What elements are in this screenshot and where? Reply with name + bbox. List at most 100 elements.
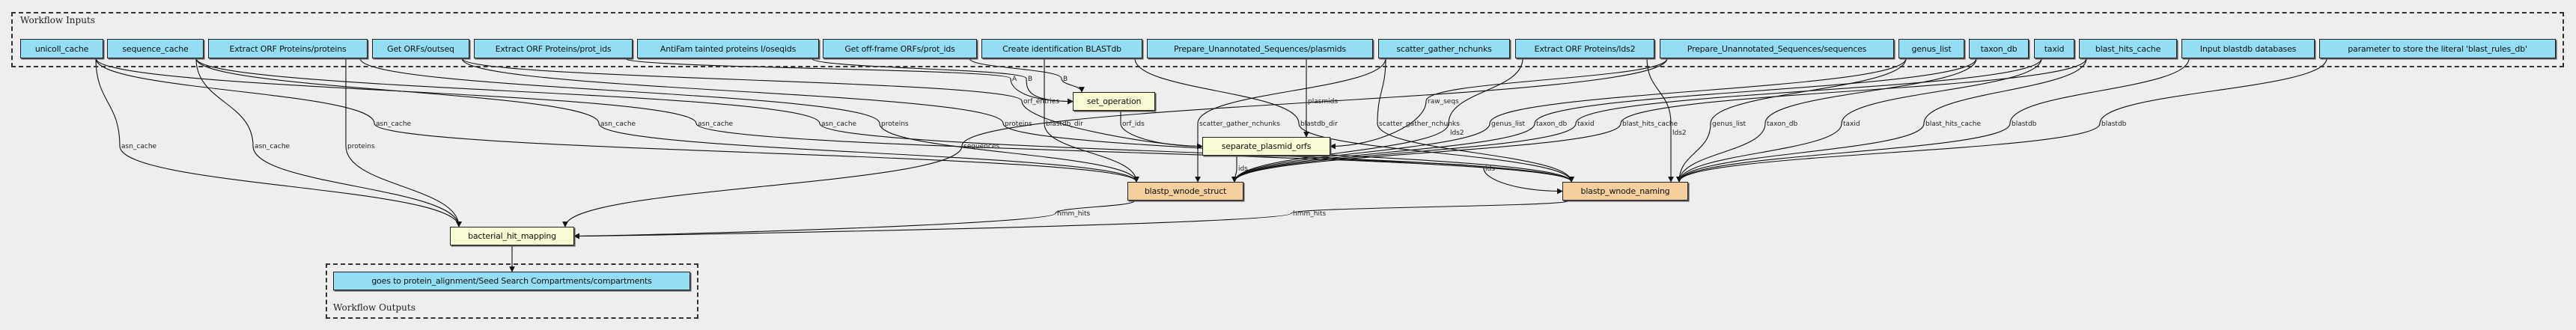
edge-label: hmm_hits bbox=[1293, 210, 1326, 218]
edge-asn-cache bbox=[95, 58, 1139, 183]
edge-label: taxon_db bbox=[1767, 120, 1798, 128]
edge-sequences bbox=[562, 58, 1668, 227]
edge-label: proteins bbox=[881, 120, 909, 128]
output-node-goes-to-protein-alignment-seed-search-compartments-compartments[interactable]: goes to protein_alignment/Seed Search Co… bbox=[333, 272, 690, 290]
edge-blast-hits-cache bbox=[1231, 58, 2087, 183]
input-node-prepare-unannotated-sequences-sequences[interactable]: Prepare_Unannotated_Sequences/sequences bbox=[1660, 39, 1894, 58]
edge-label: hmm_hits bbox=[1057, 210, 1090, 218]
edge-hmm-hits bbox=[573, 200, 1136, 239]
edge-label: orf_ids bbox=[1122, 120, 1145, 128]
edge-label: asn_cache bbox=[600, 120, 636, 128]
edge-label: sequences bbox=[963, 143, 999, 150]
edge-hmm-hits bbox=[573, 200, 1571, 239]
input-node-prepare-unannotated-sequences-plasmids[interactable]: Prepare_Unannotated_Sequences/plasmids bbox=[1147, 39, 1373, 58]
input-node-antifam-tainted-proteins-i-oseqids[interactable]: AntiFam tainted proteins I/oseqids bbox=[637, 39, 819, 58]
edge-label: asn_cache bbox=[821, 120, 857, 128]
edge-scatter-gather-nchunks bbox=[1377, 58, 1574, 183]
edge-lds2 bbox=[1231, 58, 1523, 183]
edge-lds2 bbox=[1646, 58, 1674, 183]
input-node-extract-orf-proteins-prot-ids[interactable]: Extract ORF Proteins/prot_ids bbox=[474, 39, 633, 58]
edge-label: blastdb bbox=[2101, 120, 2127, 128]
input-node-scatter-gather-nchunks[interactable]: scatter_gather_nchunks bbox=[1378, 39, 1510, 58]
edge-blastdb-dir bbox=[1134, 58, 1574, 183]
edge-label: lds2 bbox=[1450, 129, 1464, 137]
input-node-taxid[interactable]: taxid bbox=[2034, 39, 2074, 58]
edge-b bbox=[811, 58, 1074, 105]
input-node-parameter-to-store-the-literal-blast-rules-db[interactable]: parameter to store the literal 'blast_ru… bbox=[2319, 39, 2556, 58]
edge-ids bbox=[1231, 155, 1237, 183]
edge-label: blast_hits_cache bbox=[1622, 120, 1678, 128]
edge-asn-cache bbox=[95, 58, 462, 227]
edge-blastdb-dir bbox=[1044, 58, 1139, 183]
edge-label: raw_seqs bbox=[1428, 98, 1459, 106]
input-node-get-orfs-outseq[interactable]: Get ORFs/outseq bbox=[372, 39, 469, 58]
step-node-blastp-wnode-naming[interactable]: blastp_wnode_naming bbox=[1562, 182, 1688, 201]
workflow-inputs-label: Workflow Inputs bbox=[20, 15, 95, 25]
edge-raw-seqs bbox=[1330, 58, 1668, 150]
input-node-create-identification-blastdb[interactable]: Create identification BLASTdb bbox=[981, 39, 1142, 58]
step-node-separate-plasmid-orfs[interactable]: separate_plasmid_orfs bbox=[1202, 137, 1330, 156]
input-node-get-off-frame-orfs-prot-ids[interactable]: Get off-frame ORFs/prot_ids bbox=[823, 39, 977, 58]
edge-b bbox=[969, 58, 1085, 93]
edge-label: lds2 bbox=[1672, 129, 1687, 137]
edge-label: taxid bbox=[1843, 120, 1860, 128]
edge-label: taxid bbox=[1577, 120, 1595, 128]
edge-label: blastdb bbox=[2012, 120, 2037, 128]
input-node-unicoll-cache[interactable]: unicoll_cache bbox=[20, 39, 103, 58]
edge-label: blast_hits_cache bbox=[1925, 120, 1981, 128]
input-node-blast-hits-cache[interactable]: blast_hits_cache bbox=[2079, 39, 2177, 58]
edge-label: A bbox=[1012, 76, 1017, 83]
edge-asn-cache bbox=[195, 58, 1574, 183]
edge-asn-cache bbox=[195, 58, 1139, 183]
input-node-input-blastdb-databases[interactable]: Input blastdb databases bbox=[2181, 39, 2315, 58]
edge-label: proteins bbox=[347, 143, 375, 150]
edge-blast-hits-cache bbox=[1676, 58, 2087, 183]
edge-label: plasmids bbox=[1308, 98, 1338, 106]
edge-label: asn_cache bbox=[376, 120, 412, 128]
edge-label: asn_cache bbox=[121, 143, 157, 150]
edge-label: blastdb_dir bbox=[1300, 120, 1338, 128]
edge-label: genus_list bbox=[1712, 120, 1747, 128]
workflow-outputs-cluster bbox=[326, 263, 698, 319]
input-node-sequence-cache[interactable]: sequence_cache bbox=[107, 39, 204, 58]
edge-label: proteins bbox=[1005, 120, 1032, 128]
workflow-inputs-cluster bbox=[11, 12, 2564, 67]
edge-taxon-db bbox=[1676, 58, 1977, 183]
input-node-extract-orf-proteins-proteins[interactable]: Extract ORF Proteins/proteins bbox=[208, 39, 368, 58]
edge-label: ids bbox=[1238, 165, 1248, 173]
step-node-blastp-wnode-struct[interactable]: blastp_wnode_struct bbox=[1127, 182, 1243, 201]
edge-label: B bbox=[1028, 76, 1032, 83]
edge-genus-list bbox=[1231, 58, 1907, 183]
edge-proteins bbox=[461, 58, 1574, 183]
edge-label: scatter_gather_nchunks bbox=[1199, 120, 1280, 128]
edge-proteins bbox=[345, 58, 462, 227]
edge-label: B bbox=[1063, 76, 1068, 83]
edge-blastdb bbox=[1676, 58, 2190, 183]
edge-blastdb bbox=[1676, 58, 2327, 183]
edge-label: genus_list bbox=[1491, 120, 1526, 128]
input-node-extract-orf-proteins-lds2[interactable]: Extract ORF Proteins/lds2 bbox=[1515, 39, 1654, 58]
edge-taxid bbox=[1231, 58, 2042, 183]
input-node-genus-list[interactable]: genus_list bbox=[1898, 39, 1964, 58]
input-node-taxon-db[interactable]: taxon_db bbox=[1969, 39, 2029, 58]
edge-asn-cache bbox=[95, 58, 1574, 183]
edge-taxon-db bbox=[1231, 58, 1977, 183]
edge-proteins bbox=[359, 58, 1139, 183]
edge-a bbox=[624, 58, 1074, 105]
edge-orf-ids bbox=[1120, 111, 1203, 150]
step-node-set-operation[interactable]: set_operation bbox=[1073, 92, 1155, 111]
edge-label: blastdb_dir bbox=[1046, 120, 1083, 128]
edge-orf-entries bbox=[461, 58, 1203, 150]
edge-label: taxon_db bbox=[1536, 120, 1568, 128]
edge-scatter-gather-nchunks bbox=[1195, 58, 1386, 183]
edge-ids bbox=[1322, 155, 1563, 195]
edge-label: asn_cache bbox=[698, 120, 734, 128]
edge-label: scatter_gather_nchunks bbox=[1379, 120, 1460, 128]
edge-taxid bbox=[1676, 58, 2042, 183]
edge-label: orf_entries bbox=[1023, 98, 1059, 106]
edge-asn-cache bbox=[195, 58, 462, 227]
step-node-bacterial-hit-mapping[interactable]: bacterial_hit_mapping bbox=[450, 227, 574, 245]
edge-label: ids bbox=[1485, 165, 1495, 173]
